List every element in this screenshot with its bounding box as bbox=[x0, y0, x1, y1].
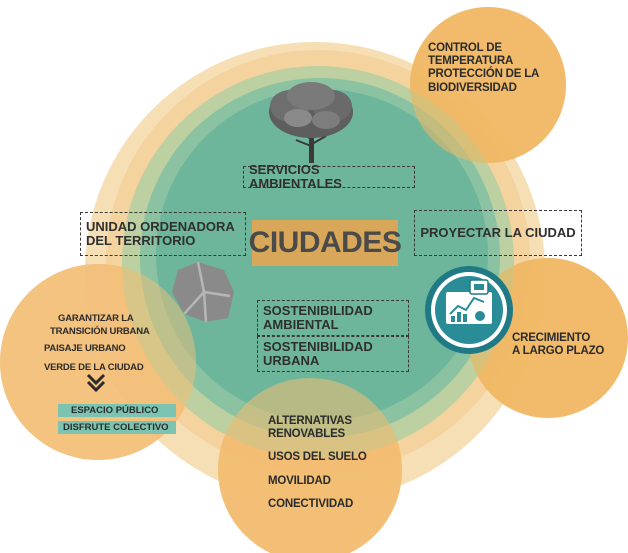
title-box: CIUDADES bbox=[249, 220, 402, 266]
servicios-label: SERVICIOS AMBIENTALES bbox=[249, 161, 342, 191]
highlight-bar-2 bbox=[58, 421, 176, 434]
sost-ambiental-line: AMBIENTAL bbox=[263, 317, 339, 332]
top-right-overlay bbox=[410, 7, 566, 163]
unidad-box: UNIDAD ORDENADORA DEL TERRITORIO bbox=[80, 212, 246, 256]
left-line: VERDE DE LA CIUDAD bbox=[44, 362, 144, 373]
chevron-down-icon bbox=[86, 373, 106, 393]
top-right-line: PROTECCIÓN DE LA bbox=[428, 68, 540, 81]
right-line: CRECIMIENTO bbox=[512, 332, 591, 344]
page-title: CIUDADES bbox=[248, 226, 402, 259]
bottom-line: USOS DEL SUELO bbox=[268, 451, 367, 464]
right-circle-text: CRECIMIENTO A LARGO PLAZO bbox=[512, 332, 604, 358]
sost-ambiental-line: SOSTENIBILIDAD bbox=[263, 302, 373, 318]
top-right-line: BIODIVERSIDAD bbox=[428, 81, 517, 94]
top-right-text: CONTROL DE TEMPERATURA PROTECCIÓN DE LA … bbox=[428, 42, 539, 95]
espacio-publico-label: ESPACIO PÚBLICO bbox=[71, 405, 159, 416]
bottom-line: RENOVABLES bbox=[268, 428, 346, 441]
highlight-bar-1 bbox=[58, 404, 176, 417]
sost-urbana-line: SOSTENIBILIDAD bbox=[263, 338, 373, 354]
bottom-line: CONECTIVIDAD bbox=[268, 497, 354, 510]
top-right-line: CONTROL DE bbox=[428, 42, 502, 54]
disfrute-colectivo-label: DISFRUTE COLECTIVO bbox=[63, 422, 169, 433]
sostenibilidad-urbana-box: SOSTENIBILIDAD URBANA bbox=[257, 336, 409, 372]
map-icon bbox=[172, 261, 234, 323]
sost-urbana-line: URBANA bbox=[263, 353, 320, 368]
bottom-line: MOVILIDAD bbox=[268, 474, 331, 487]
left-line: PAISAJE URBANO bbox=[44, 343, 126, 354]
unidad-line: UNIDAD ORDENADORA bbox=[86, 218, 235, 234]
bottom-line: ALTERNATIVAS bbox=[268, 415, 352, 427]
left-line: TRANSICIÓN URBANA bbox=[50, 326, 150, 337]
top-right-line: TEMPERATURA bbox=[428, 55, 514, 68]
proyectar-label: PROYECTAR LA CIUDAD bbox=[420, 224, 576, 240]
unidad-line: DEL TERRITORIO bbox=[86, 233, 196, 248]
tree-icon bbox=[269, 82, 353, 163]
sostenibilidad-ambiental-box: SOSTENIBILIDAD AMBIENTAL bbox=[257, 300, 409, 336]
bottom-circle-text: ALTERNATIVAS RENOVABLES USOS DEL SUELO M… bbox=[268, 415, 367, 511]
servicios-box: SERVICIOS AMBIENTALES bbox=[243, 162, 415, 191]
dashboard-icon bbox=[425, 266, 513, 354]
right-line: A LARGO PLAZO bbox=[512, 345, 605, 358]
left-line: GARANTIZAR LA bbox=[58, 313, 134, 324]
bottom-overlay bbox=[218, 378, 402, 553]
proyectar-box: PROYECTAR LA CIUDAD bbox=[414, 210, 582, 256]
left-circle-text: GARANTIZAR LA TRANSICIÓN URBANA PAISAJE … bbox=[44, 312, 150, 374]
